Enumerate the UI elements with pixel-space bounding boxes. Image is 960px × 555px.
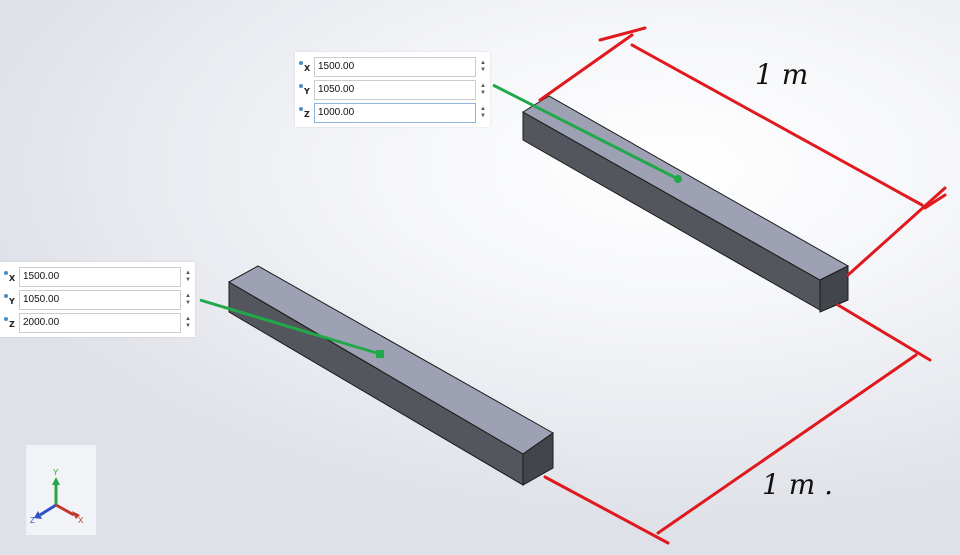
axis-dot-icon: Z [298,104,314,122]
dimension-label-top: 1 m [755,58,809,91]
coord-row-y: Y ▲ ▼ [298,78,488,101]
leader-top [492,83,682,183]
coord-row-z: Z ▲ ▼ [3,311,193,334]
spin-up-icon[interactable]: ▲ [185,292,191,299]
spin-up-icon[interactable]: ▲ [480,59,486,66]
spin-down-icon[interactable]: ▼ [185,322,191,329]
dimension-top [538,26,947,277]
dimension-label-bottom: 1 m . [762,468,834,501]
z-coordinate-input[interactable] [19,312,181,333]
coord-row-y: Y ▲ ▼ [3,288,193,311]
spin-up-icon[interactable]: ▲ [185,315,191,322]
triad-x-label: X [78,516,84,525]
axis-dot-icon: Z [3,314,19,332]
beam-bottom-top-face [227,265,554,455]
beam-top[interactable] [522,95,850,313]
spin-up-icon[interactable]: ▲ [480,105,486,112]
leader-bottom [199,298,384,358]
coord-row-x: X ▲ ▼ [298,55,488,78]
coordinate-panel-bottom: X ▲ ▼ Y ▲ ▼ Z ▲ ▼ [0,262,195,337]
spin-down-icon[interactable]: ▼ [185,299,191,306]
view-triad-icon[interactable]: Y Z X [26,445,96,535]
z-spinner[interactable]: ▲ ▼ [183,314,193,332]
coordinate-panel-top: X ▲ ▼ Y ▲ ▼ Z ▲ ▼ [295,52,490,127]
y-coordinate-input[interactable] [314,79,476,100]
y-coordinate-input[interactable] [19,289,181,310]
beam-bottom[interactable] [227,265,554,486]
spin-up-icon[interactable]: ▲ [185,269,191,276]
z-spinner[interactable]: ▲ ▼ [478,104,488,122]
beam-bottom-side-face [228,281,524,486]
x-spinner[interactable]: ▲ ▼ [183,268,193,286]
triad-z-label: Z [30,516,35,525]
y-spinner[interactable]: ▲ ▼ [183,291,193,309]
axis-dot-icon: Y [3,291,19,309]
spin-up-icon[interactable]: ▲ [480,82,486,89]
beam-bottom-end-face [522,432,554,486]
z-coordinate-input[interactable] [314,102,476,123]
coord-row-z: Z ▲ ▼ [298,101,488,124]
beam-top-end-face [819,265,849,313]
beam-top-side-face [522,111,821,311]
dimension-bottom [543,303,932,545]
spin-down-icon[interactable]: ▼ [185,276,191,283]
axis-dot-icon: X [3,268,19,286]
spin-down-icon[interactable]: ▼ [480,89,486,96]
x-coordinate-input[interactable] [314,56,476,77]
coord-row-x: X ▲ ▼ [3,265,193,288]
triad-y-label: Y [53,468,59,477]
x-coordinate-input[interactable] [19,266,181,287]
spin-down-icon[interactable]: ▼ [480,112,486,119]
y-spinner[interactable]: ▲ ▼ [478,81,488,99]
axis-dot-icon: Y [298,81,314,99]
axis-dot-icon: X [298,58,314,76]
spin-down-icon[interactable]: ▼ [480,66,486,73]
x-spinner[interactable]: ▲ ▼ [478,58,488,76]
